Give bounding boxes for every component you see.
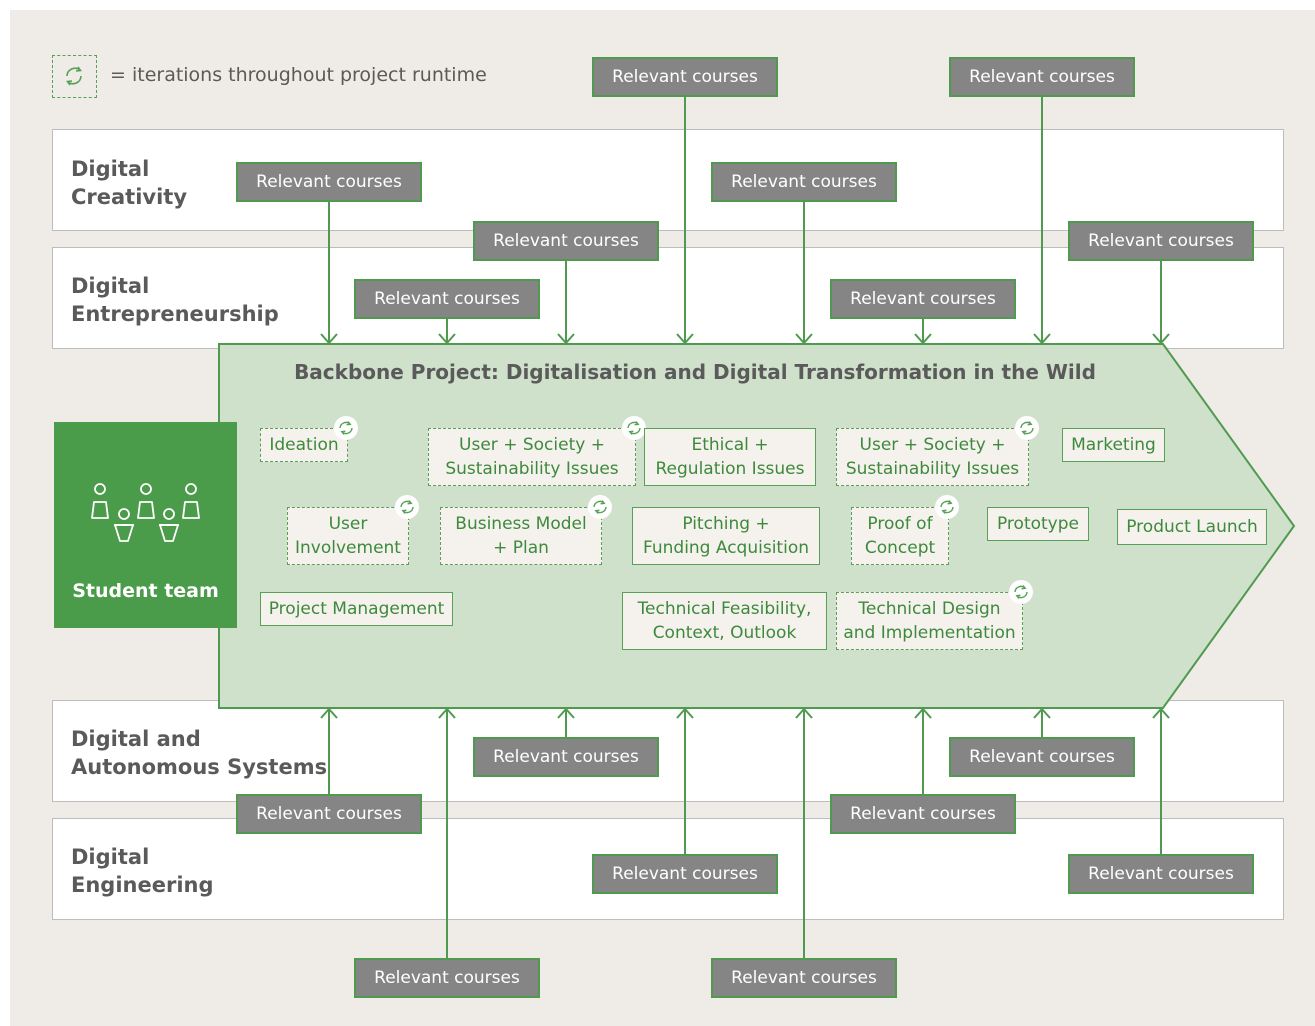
iteration-cycle-icon [66,66,82,86]
topic-business-model: Business Model + Plan [440,507,602,565]
band-label: Digital Engineering [71,845,214,897]
relevant-courses-box: Relevant courses [830,279,1016,319]
topic-pitching: Pitching + Funding Acquisition [632,507,820,565]
relevant-courses-box: Relevant courses [711,162,897,202]
relevant-courses-box: Relevant courses [236,162,422,202]
topic-tech-design: Technical Design and Implementation [836,592,1023,650]
band-digital-entrepreneurship: Digital Entrepreneurship [52,247,1284,349]
legend-text: = iterations throughout project runtime [110,64,487,86]
topic-user-society-2: User + Society + Sustainability Issues [836,428,1029,486]
arrowhead [557,333,575,345]
arrowhead [1033,333,1051,345]
relevant-courses-box: Relevant courses [1068,854,1254,894]
topic-marketing: Marketing [1062,428,1165,462]
topic-product-launch: Product Launch [1117,509,1267,545]
arrowhead [795,333,813,345]
iteration-cycle-icon [1015,416,1039,440]
band-label: Digital Entrepreneurship [71,274,279,326]
arrowhead [914,333,932,345]
relevant-courses-box: Relevant courses [592,854,778,894]
topic-user-involvement: User Involvement [287,507,409,565]
connector-lines [320,97,1170,958]
relevant-courses-box: Relevant courses [711,958,897,998]
relevant-courses-box: Relevant courses [236,794,422,834]
iteration-cycle-icon [935,495,959,519]
relevant-courses-box: Relevant courses [1068,221,1254,261]
iteration-cycle-icon [395,495,419,519]
iteration-cycle-icon [622,416,646,440]
relevant-courses-box: Relevant courses [354,958,540,998]
arrowhead [676,707,694,719]
arrowhead [557,707,575,719]
relevant-courses-box: Relevant courses [830,794,1016,834]
arrowhead [914,707,932,719]
legend-swatch [52,55,97,98]
arrowhead [676,333,694,345]
iteration-cycle-icon [334,416,358,440]
topic-prototype: Prototype [987,507,1089,541]
relevant-courses-box: Relevant courses [473,737,659,777]
band-label: Digital and Autonomous Systems [71,727,328,779]
arrowhead [1033,707,1051,719]
band-digital-creativity: Digital Creativity [52,129,1284,231]
topic-project-management: Project Management [260,592,453,626]
relevant-courses-box: Relevant courses [949,737,1135,777]
relevant-courses-box: Relevant courses [354,279,540,319]
student-team-label: Student team [72,580,219,602]
backbone-title: Backbone Project: Digitalisation and Dig… [294,360,1096,384]
student-team-icon [91,483,200,542]
student-team-block: Student team [54,422,237,628]
topic-user-society-1: User + Society + Sustainability Issues [428,428,636,486]
iteration-cycle-icon [588,495,612,519]
band-digital-engineering: Digital Engineering [52,818,1284,920]
arrowhead [1152,707,1170,719]
arrowhead [320,333,338,345]
arrowhead [1152,333,1170,345]
relevant-courses-box: Relevant courses [949,57,1135,97]
topic-tech-feasibility: Technical Feasibility, Context, Outlook [622,592,827,650]
arrowhead [438,707,456,719]
topic-ethical: Ethical + Regulation Issues [644,428,816,486]
relevant-courses-box: Relevant courses [473,221,659,261]
iteration-cycle-icon [1009,580,1033,604]
band-label: Digital Creativity [71,157,188,209]
topic-proof-of-concept: Proof of Concept [851,507,949,565]
relevant-courses-box: Relevant courses [592,57,778,97]
arrowhead [795,707,813,719]
arrowhead [320,707,338,719]
arrowhead [438,333,456,345]
topic-ideation: Ideation [260,428,348,462]
